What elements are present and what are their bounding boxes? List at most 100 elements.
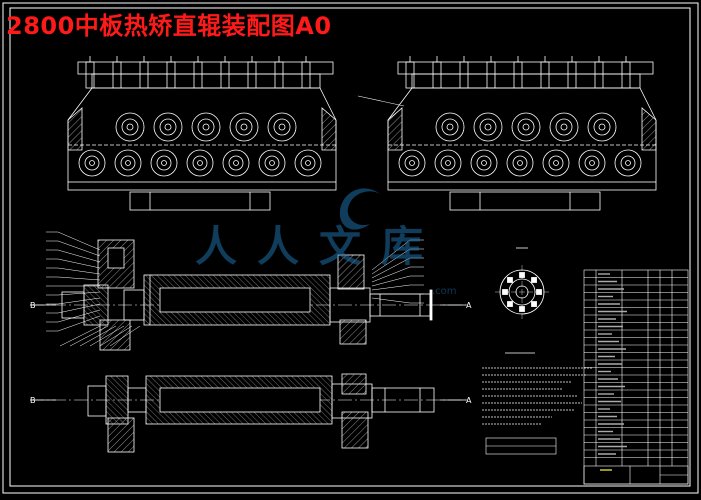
upper-roll-shaft xyxy=(522,123,530,131)
watermark-swirl-icon xyxy=(339,188,380,230)
upper-roll-hub xyxy=(479,118,497,136)
leader-line xyxy=(57,258,101,269)
section-view-circle xyxy=(495,247,549,319)
leader-line-right xyxy=(371,275,411,287)
bottom-leader xyxy=(79,325,117,347)
bottom-leader xyxy=(69,325,109,347)
leader-line xyxy=(57,291,101,296)
leader-line xyxy=(57,315,101,332)
upper-roll-shaft xyxy=(202,123,210,131)
left-elevation-view xyxy=(67,56,337,211)
watermark-text: 人人文库 xyxy=(195,222,444,271)
lower-roll-hub xyxy=(620,155,636,171)
parts-list-table xyxy=(583,269,689,485)
lower-roll-hub xyxy=(440,155,456,171)
lower-roll xyxy=(294,149,322,177)
lower-roll-hub xyxy=(300,155,316,171)
upper-roll-hub xyxy=(517,118,535,136)
upper-roll-shaft xyxy=(598,123,606,131)
upper-roll-shaft xyxy=(278,123,286,131)
upper-roll xyxy=(473,112,503,142)
leader-line-right xyxy=(371,257,411,279)
upper-roll-hub xyxy=(441,118,459,136)
label-b-lower: B xyxy=(30,396,36,405)
upper-roll-hub xyxy=(273,118,291,136)
upper-roll-shaft xyxy=(484,123,492,131)
lower-roll-hub xyxy=(548,155,564,171)
lower-roll xyxy=(150,149,178,177)
watermark-logo xyxy=(339,188,380,230)
upper-roll-hub xyxy=(235,118,253,136)
lower-roll-hub xyxy=(156,155,172,171)
lower-roll-shaft xyxy=(625,160,631,166)
leader-line xyxy=(57,303,101,314)
leader-line-right xyxy=(371,239,411,271)
small-note-table xyxy=(485,437,557,455)
lower-roll xyxy=(222,149,250,177)
lower-roll-section xyxy=(30,373,470,453)
lower-roll-shaft xyxy=(125,160,131,166)
upper-roll-shaft xyxy=(240,123,248,131)
lower-roll xyxy=(434,149,462,177)
bottom-leader xyxy=(109,325,141,347)
leader-line xyxy=(57,276,101,281)
upper-roll-hub xyxy=(197,118,215,136)
lower-roll-hub xyxy=(264,155,280,171)
upper-roll xyxy=(191,112,221,142)
leader-line xyxy=(57,249,101,263)
section-tooth xyxy=(531,301,537,307)
leader-line xyxy=(57,309,101,323)
lower-roll-hub xyxy=(512,155,528,171)
upper-roll xyxy=(435,112,465,142)
watermark-domain: .com xyxy=(432,286,457,297)
lower-roll-shaft xyxy=(517,160,523,166)
lower-roll xyxy=(398,149,426,177)
lower-roll-shaft xyxy=(305,160,311,166)
upper-roll-shaft xyxy=(446,123,454,131)
lower-roll-hub xyxy=(404,155,420,171)
lower-roll xyxy=(542,149,570,177)
leader-line-right xyxy=(371,266,411,283)
bottom-leader xyxy=(59,325,101,347)
lower-roll-shaft xyxy=(161,160,167,166)
leader-line xyxy=(57,240,101,257)
right-elevation-view xyxy=(357,56,657,211)
lower-roll-hub xyxy=(120,155,136,171)
lower-roll-shaft xyxy=(197,160,203,166)
section-tooth xyxy=(507,301,513,307)
bottom-leader xyxy=(99,325,133,347)
technical-requirements-notes xyxy=(482,352,592,425)
lower-roll-shaft xyxy=(233,160,239,166)
upper-roll xyxy=(115,112,145,142)
section-tooth xyxy=(507,277,513,283)
lower-roll-hub xyxy=(228,155,244,171)
lower-roll-shaft xyxy=(409,160,415,166)
leader-line-right xyxy=(371,297,411,304)
upper-roll-hub xyxy=(555,118,573,136)
leader-line xyxy=(57,297,101,305)
leader-line-right xyxy=(371,284,411,291)
upper-roll-shaft xyxy=(164,123,172,131)
lower-roll-shaft xyxy=(89,160,95,166)
label-a-lower: A xyxy=(466,396,472,405)
section-tooth xyxy=(531,277,537,283)
lower-roll-shaft xyxy=(445,160,451,166)
outer-frame xyxy=(2,2,699,494)
upper-roll xyxy=(229,112,259,142)
upper-roll-shaft xyxy=(560,123,568,131)
lower-roll-shaft xyxy=(269,160,275,166)
leader-line-right xyxy=(371,248,411,275)
lower-roll xyxy=(186,149,214,177)
lower-roll-shaft xyxy=(589,160,595,166)
lower-roll-hub xyxy=(584,155,600,171)
lower-roll xyxy=(114,149,142,177)
part-leader-lines xyxy=(46,231,424,347)
leader-line xyxy=(57,267,101,275)
lower-roll xyxy=(506,149,534,177)
label-a-upper: A xyxy=(466,301,472,310)
upper-roll-section xyxy=(30,239,470,351)
inner-frame xyxy=(9,7,691,487)
